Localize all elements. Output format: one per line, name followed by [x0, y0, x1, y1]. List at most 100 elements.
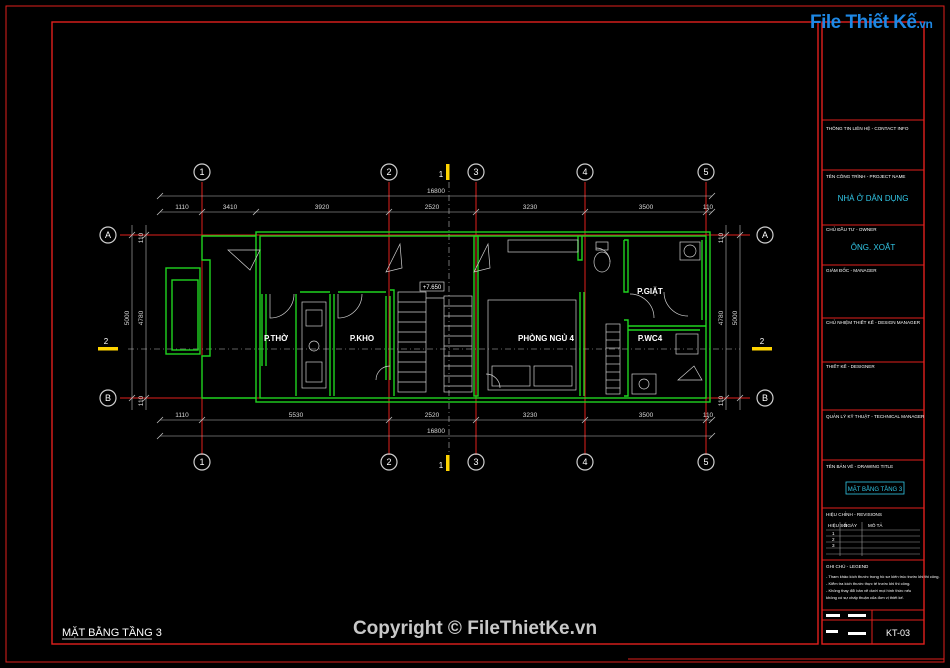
dim-right-outer: 5000 [732, 310, 739, 325]
grid-label-5-bottom: 5 [703, 457, 708, 467]
dim-left-edge-bottom: 110 [138, 395, 145, 406]
tb-contact: THÔNG TIN LIÊN HỆ - CONTACT INFO [826, 124, 909, 131]
dim-top-5: 3500 [639, 204, 654, 211]
section-label-2-left: 2 [104, 337, 109, 346]
room-label-tho: P.THỜ [264, 334, 288, 343]
grid-label-a-left: A [105, 230, 111, 240]
tb-owner-name: ÔNG. XOẮT [851, 243, 896, 252]
tb-project-label: TÊN CÔNG TRÌNH - PROJECT NAME [826, 172, 905, 179]
room-label-kho: P.KHO [350, 334, 374, 343]
dim-bottom-4: 3500 [639, 412, 654, 419]
level-tag-box [419, 281, 445, 292]
tb-tech-label: QUẢN LÝ KỸ THUẬT - TECHNICAL MANAGER [826, 413, 925, 419]
dim-bottom-3: 3230 [523, 412, 538, 419]
dim-left-edge-top: 110 [138, 232, 145, 243]
section-label-1-bottom: 1 [439, 461, 444, 470]
tb-revision-label: HIỆU CHỈNH - REVISIONS [826, 510, 882, 517]
grid-label-1-bottom: 1 [199, 457, 204, 467]
bed [487, 299, 577, 391]
grid-bubble-2-top [380, 163, 398, 181]
grid-label-b-left: B [105, 393, 111, 403]
grid-label-2-top: 2 [386, 167, 391, 177]
dim-top-3: 2520 [425, 204, 440, 211]
grid-label-2-bottom: 2 [386, 457, 391, 467]
tb-rev-col-1: NGÀY [844, 522, 857, 528]
grid-bubble-5-bottom [697, 453, 715, 471]
grid-bubbles [99, 163, 774, 471]
toilet [593, 251, 611, 273]
tb-director-label: GIÁM ĐỐC - MANAGER [826, 267, 877, 273]
grid-bubble-1-top [193, 163, 211, 181]
sheet-title: MẶT BẰNG TẦNG 3 [62, 626, 162, 639]
dim-left-outer: 5000 [124, 310, 131, 325]
brand-logo-text: File Thiết Kế [810, 12, 917, 33]
tb-project-name: NHÀ Ở DÂN DỤNG [838, 194, 909, 203]
dim-top-6: 110 [703, 204, 714, 211]
dim-top-0: 1110 [175, 204, 189, 211]
tb-owner-label: CHỦ ĐẦU TƯ - OWNER [826, 226, 877, 232]
grid-label-a-right: A [762, 230, 768, 240]
title-block-frame [821, 21, 925, 645]
dim-left-inner: 4780 [138, 310, 145, 325]
room-label-ngu4: PHÒNG NGỦ 4 [518, 334, 575, 343]
tb-rev-row-1: 2 [832, 537, 835, 542]
tb-note-1: - Kiểm tra kích thước thực tế trước khi … [826, 581, 910, 586]
grid-bubble-a-right [756, 226, 774, 244]
dim-total-top: 16800 [427, 188, 445, 195]
tb-note-3: không có sự chấp thuận của đơn vị thiết … [826, 595, 904, 600]
grid-label-3-top: 3 [473, 167, 478, 177]
dim-total-bottom: 16800 [427, 428, 445, 435]
outer-frame [5, 5, 945, 663]
grid-bubble-5-top [697, 163, 715, 181]
tb-note-2: - Không thay đổi bản vẽ dưới mọi hình th… [826, 588, 911, 593]
level-tag: +7.650 [423, 285, 442, 291]
brand-logo-domain: .vn [916, 17, 933, 31]
grid-label-4-bottom: 4 [582, 457, 587, 467]
tb-rev-col-2: MÔ TẢ [868, 522, 883, 528]
grid-bubble-1-bottom [193, 453, 211, 471]
dim-right-edge-top: 110 [718, 232, 725, 243]
title-block-grid [822, 119, 924, 644]
grid-bubble-b-left [99, 389, 117, 407]
revision-table [826, 522, 920, 556]
dim-right-edge-bottom: 110 [718, 395, 725, 406]
dim-bottom-1: 5530 [289, 412, 304, 419]
floor-plan-walls [165, 231, 711, 403]
copyright-watermark: Copyright © FileThietKe.vn [352, 618, 598, 639]
dim-top-4: 3230 [523, 204, 538, 211]
drawing-name-box [845, 481, 905, 495]
fixtures [227, 239, 703, 395]
dim-bottom-5: 110 [703, 412, 714, 419]
grid-label-4-top: 4 [582, 167, 587, 177]
dim-top-2: 3920 [315, 204, 330, 211]
section-label-1-top: 1 [439, 170, 444, 179]
grid-label-5-top: 5 [703, 167, 708, 177]
stair-right [443, 295, 473, 393]
dim-bottom-0: 1110 [175, 412, 189, 419]
dimension-lines [131, 195, 741, 437]
tb-note-0: - Tham khảo kích thước trong hồ sơ kiến … [826, 574, 940, 579]
tb-rev-col-0: HIỆU SỐ [828, 521, 847, 528]
grid-bubble-3-bottom [467, 453, 485, 471]
room-label-wc4: P.WC4 [638, 334, 663, 343]
tb-designer-label: THIẾT KẾ - DESIGNER [826, 363, 875, 369]
grid-bubble-4-top [576, 163, 594, 181]
tb-rev-row-2: 3 [832, 543, 835, 548]
room-label-giat: P.GIẶT [637, 287, 663, 296]
drawing-frame [51, 21, 819, 645]
tb-chief-label: CHỦ NHIỆM THIẾT KẾ - DESIGN MANAGER [826, 318, 921, 325]
section-markers [98, 164, 772, 471]
tb-rev-row-0: 1 [832, 531, 835, 536]
tb-drawing-name: MẶT BẰNG TẦNG 3 [848, 485, 903, 493]
brand-logo: File Thiết Kế.vn [810, 12, 933, 34]
dim-bottom-2: 2520 [425, 412, 440, 419]
grid-label-3-bottom: 3 [473, 457, 478, 467]
outer-wall-outer [255, 231, 711, 403]
grid-bubble-4-bottom [576, 453, 594, 471]
dim-top-1: 3410 [223, 204, 238, 211]
tb-drawing-label: TÊN BẢN VẼ - DRAWING TITLE [826, 462, 893, 469]
dim-right-inner: 4780 [718, 310, 725, 325]
sheet-code: KT-03 [886, 628, 910, 638]
dimension-ticks [128, 192, 744, 440]
